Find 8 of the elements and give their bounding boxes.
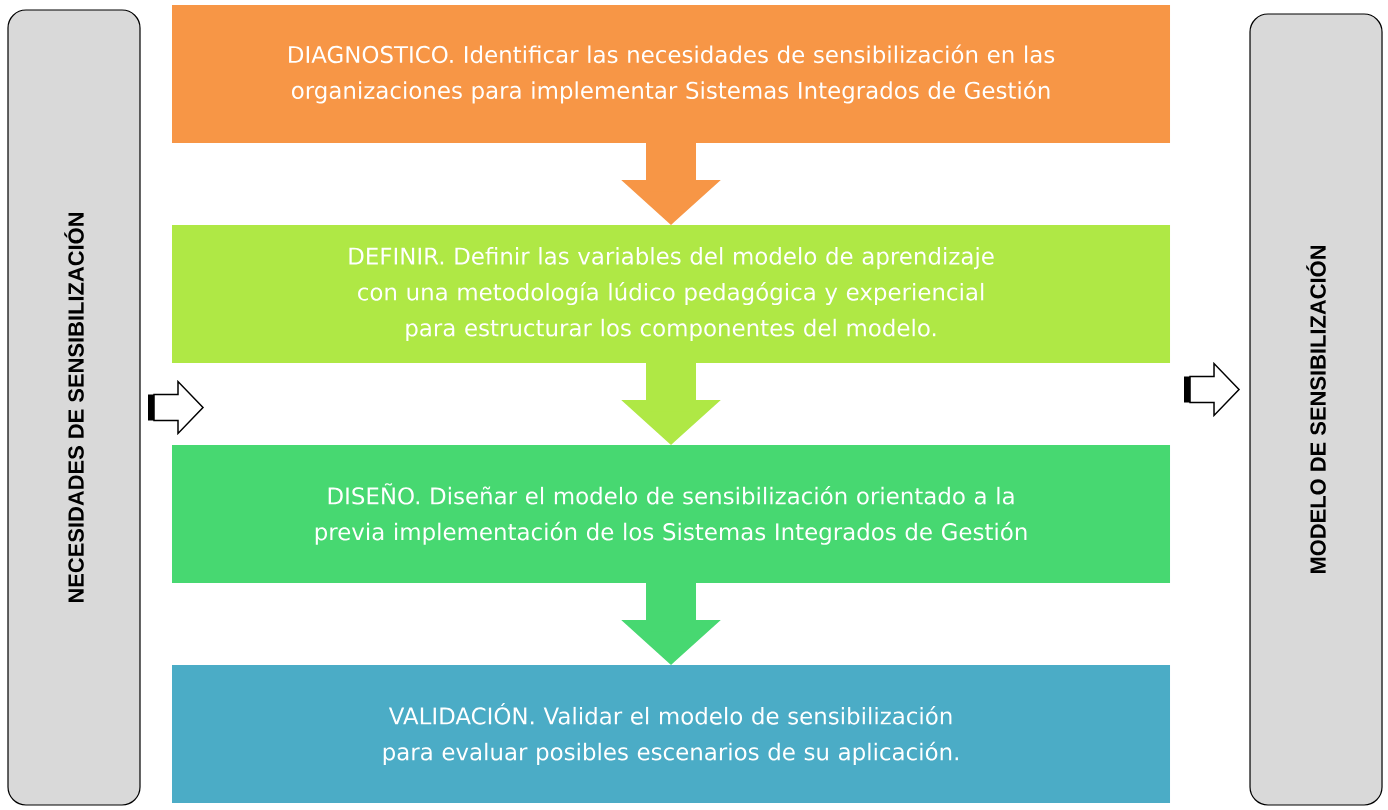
side-panel: MODELO DE SENSIBILIZACIÓN <box>1249 13 1383 806</box>
side-panel: NECESIDADES DE SENSIBILIZACIÓN <box>7 9 141 806</box>
outline-arrow <box>148 379 205 436</box>
step-box: VALIDACIÓN. Validar el modelo de sensibilización para evaluar posibles escenarios de su aplicación. <box>172 665 1170 803</box>
step-box: DISEÑO. Diseñar el modelo de sensibilización orientado a la previa implementación de los Sistemas Integrados de Gestión <box>172 445 1170 583</box>
step-box: DEFINIR. Definir las variables del modelo de aprendizaje con una metodología lúdico pedagógica y experiencial para estructurar los componentes del modelo. <box>172 225 1170 363</box>
outline-arrow <box>1184 361 1241 418</box>
step-box: DIAGNOSTICO. Identificar las necesidades de sensibilización en las organizaciones para implementar Sistemas Integrados de Gestión <box>172 5 1170 143</box>
